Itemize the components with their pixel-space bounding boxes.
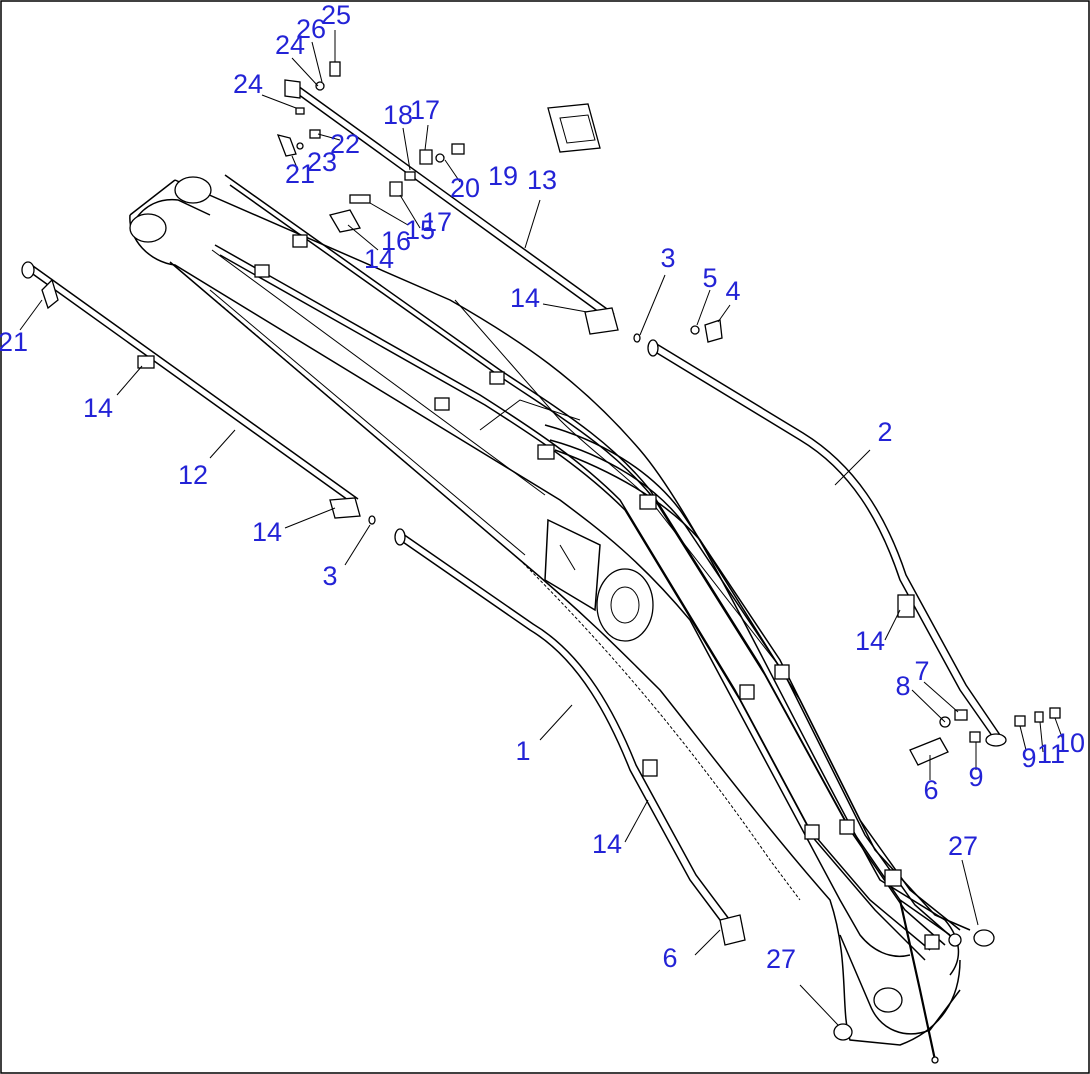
tube-clamp [434, 397, 450, 411]
callout-19: 19 [488, 161, 518, 191]
callout-18: 18 [383, 100, 413, 130]
callout-17: 17 [410, 95, 440, 125]
callout-5: 5 [702, 263, 717, 293]
callout-25: 25 [321, 0, 351, 30]
clamp-14 [897, 594, 915, 618]
tube-clamp [739, 684, 755, 700]
callout-16: 16 [381, 226, 411, 256]
tube-clamp [924, 934, 940, 950]
callout-22: 22 [330, 129, 360, 159]
tube-clamp [489, 371, 505, 385]
callout-8: 8 [895, 671, 910, 701]
callout-11: 11 [1037, 739, 1065, 769]
callout-24: 24 [233, 69, 263, 99]
callout-21: 21 [285, 159, 315, 189]
callout-15: 15 [405, 215, 435, 245]
callout-9: 9 [968, 762, 983, 792]
tube-part-13 [284, 79, 619, 335]
callout-14: 14 [83, 393, 113, 423]
clamp-14 [329, 497, 361, 519]
clamp-14 [642, 759, 658, 777]
callout-labels: 25 26 24 24 18 17 22 23 21 20 19 13 15 1… [0, 0, 1085, 974]
bracket-21 [41, 278, 59, 310]
callout-27: 27 [948, 831, 978, 861]
boom-hydraulic-tubes [214, 174, 971, 1064]
center-pivot-boss [596, 568, 654, 642]
tube-part-12 [21, 261, 361, 519]
tube-clamp [537, 444, 555, 460]
tube-clamp [884, 869, 902, 887]
callout-6: 6 [662, 943, 677, 973]
tube-clamp [804, 824, 820, 840]
callout-17: 17 [422, 207, 452, 237]
tube-clamp [254, 264, 270, 278]
callout-12: 12 [178, 460, 208, 490]
callout-7: 7 [914, 656, 929, 686]
small-hardware [276, 61, 1061, 1041]
clamp-14 [137, 355, 155, 369]
callout-2: 2 [877, 417, 892, 447]
callout-21: 21 [0, 327, 28, 357]
tube-clamp [774, 664, 790, 680]
callout-6: 6 [923, 775, 938, 805]
tube-clamp [839, 819, 855, 835]
clamp-14 [584, 307, 619, 335]
cylinder-pin-boss [174, 176, 212, 204]
nameplate [547, 103, 601, 153]
callout-3: 3 [660, 243, 675, 273]
tube-clamp [639, 494, 657, 510]
callout-26: 26 [296, 14, 326, 44]
callout-20: 20 [450, 173, 480, 203]
callout-9: 9 [1021, 743, 1036, 773]
callout-14: 14 [510, 283, 540, 313]
callout-10: 10 [1055, 728, 1085, 758]
tube-part-2 [647, 339, 1007, 747]
boom-body [129, 176, 961, 1046]
callout-27: 27 [766, 944, 796, 974]
callout-3: 3 [322, 561, 337, 591]
callout-4: 4 [725, 276, 740, 306]
callout-14: 14 [855, 626, 885, 656]
callout-23: 23 [307, 147, 337, 177]
callout-14: 14 [252, 517, 282, 547]
callout-24: 24 [275, 30, 305, 60]
tube-clamp [292, 234, 308, 248]
callout-14: 14 [364, 244, 394, 274]
callout-13: 13 [527, 165, 557, 195]
leader-lines [19, 30, 1064, 1026]
callout-1: 1 [515, 736, 530, 766]
foot-pin-boss [129, 213, 167, 243]
callout-14: 14 [592, 829, 622, 859]
clamp-6 [719, 914, 746, 946]
arm-pin-boss [873, 987, 903, 1013]
tube-part-1 [394, 528, 746, 946]
plate-6 [909, 737, 949, 766]
